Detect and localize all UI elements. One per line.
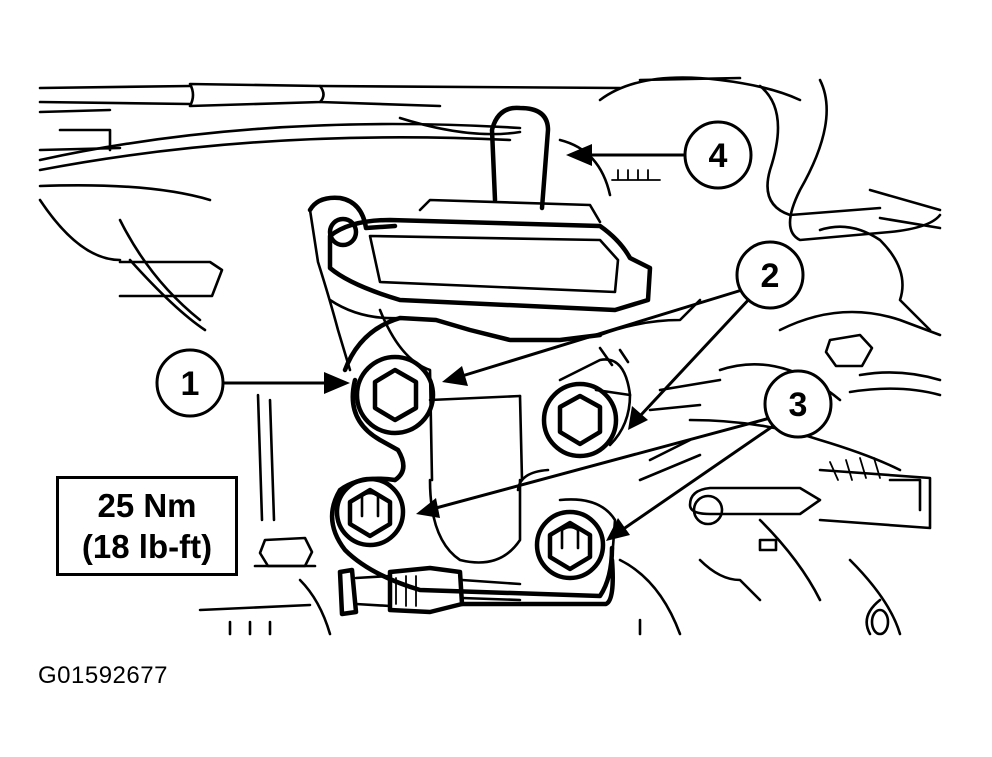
torque-metric: 25 Nm: [97, 487, 197, 524]
figure-id: G01592677: [38, 662, 168, 689]
background-line-art: [38, 76, 942, 636]
callout-4: 4: [566, 120, 753, 190]
torque-imperial: (18 lb-ft): [81, 528, 213, 565]
callout-3: 3: [416, 369, 833, 541]
shift-cable: [337, 565, 522, 617]
shifter-bracket: [307, 105, 702, 607]
mounting-bolts: [334, 354, 619, 581]
callout-label-1: 1: [181, 365, 200, 403]
callout-1: 1: [155, 348, 350, 418]
callout-label-4: 4: [709, 137, 728, 175]
callout-2: 2: [442, 240, 805, 430]
callout-label-3: 3: [789, 386, 808, 424]
callout-label-2: 2: [761, 257, 780, 295]
torque-spec-box: 25 Nm (18 lb-ft): [56, 476, 238, 576]
